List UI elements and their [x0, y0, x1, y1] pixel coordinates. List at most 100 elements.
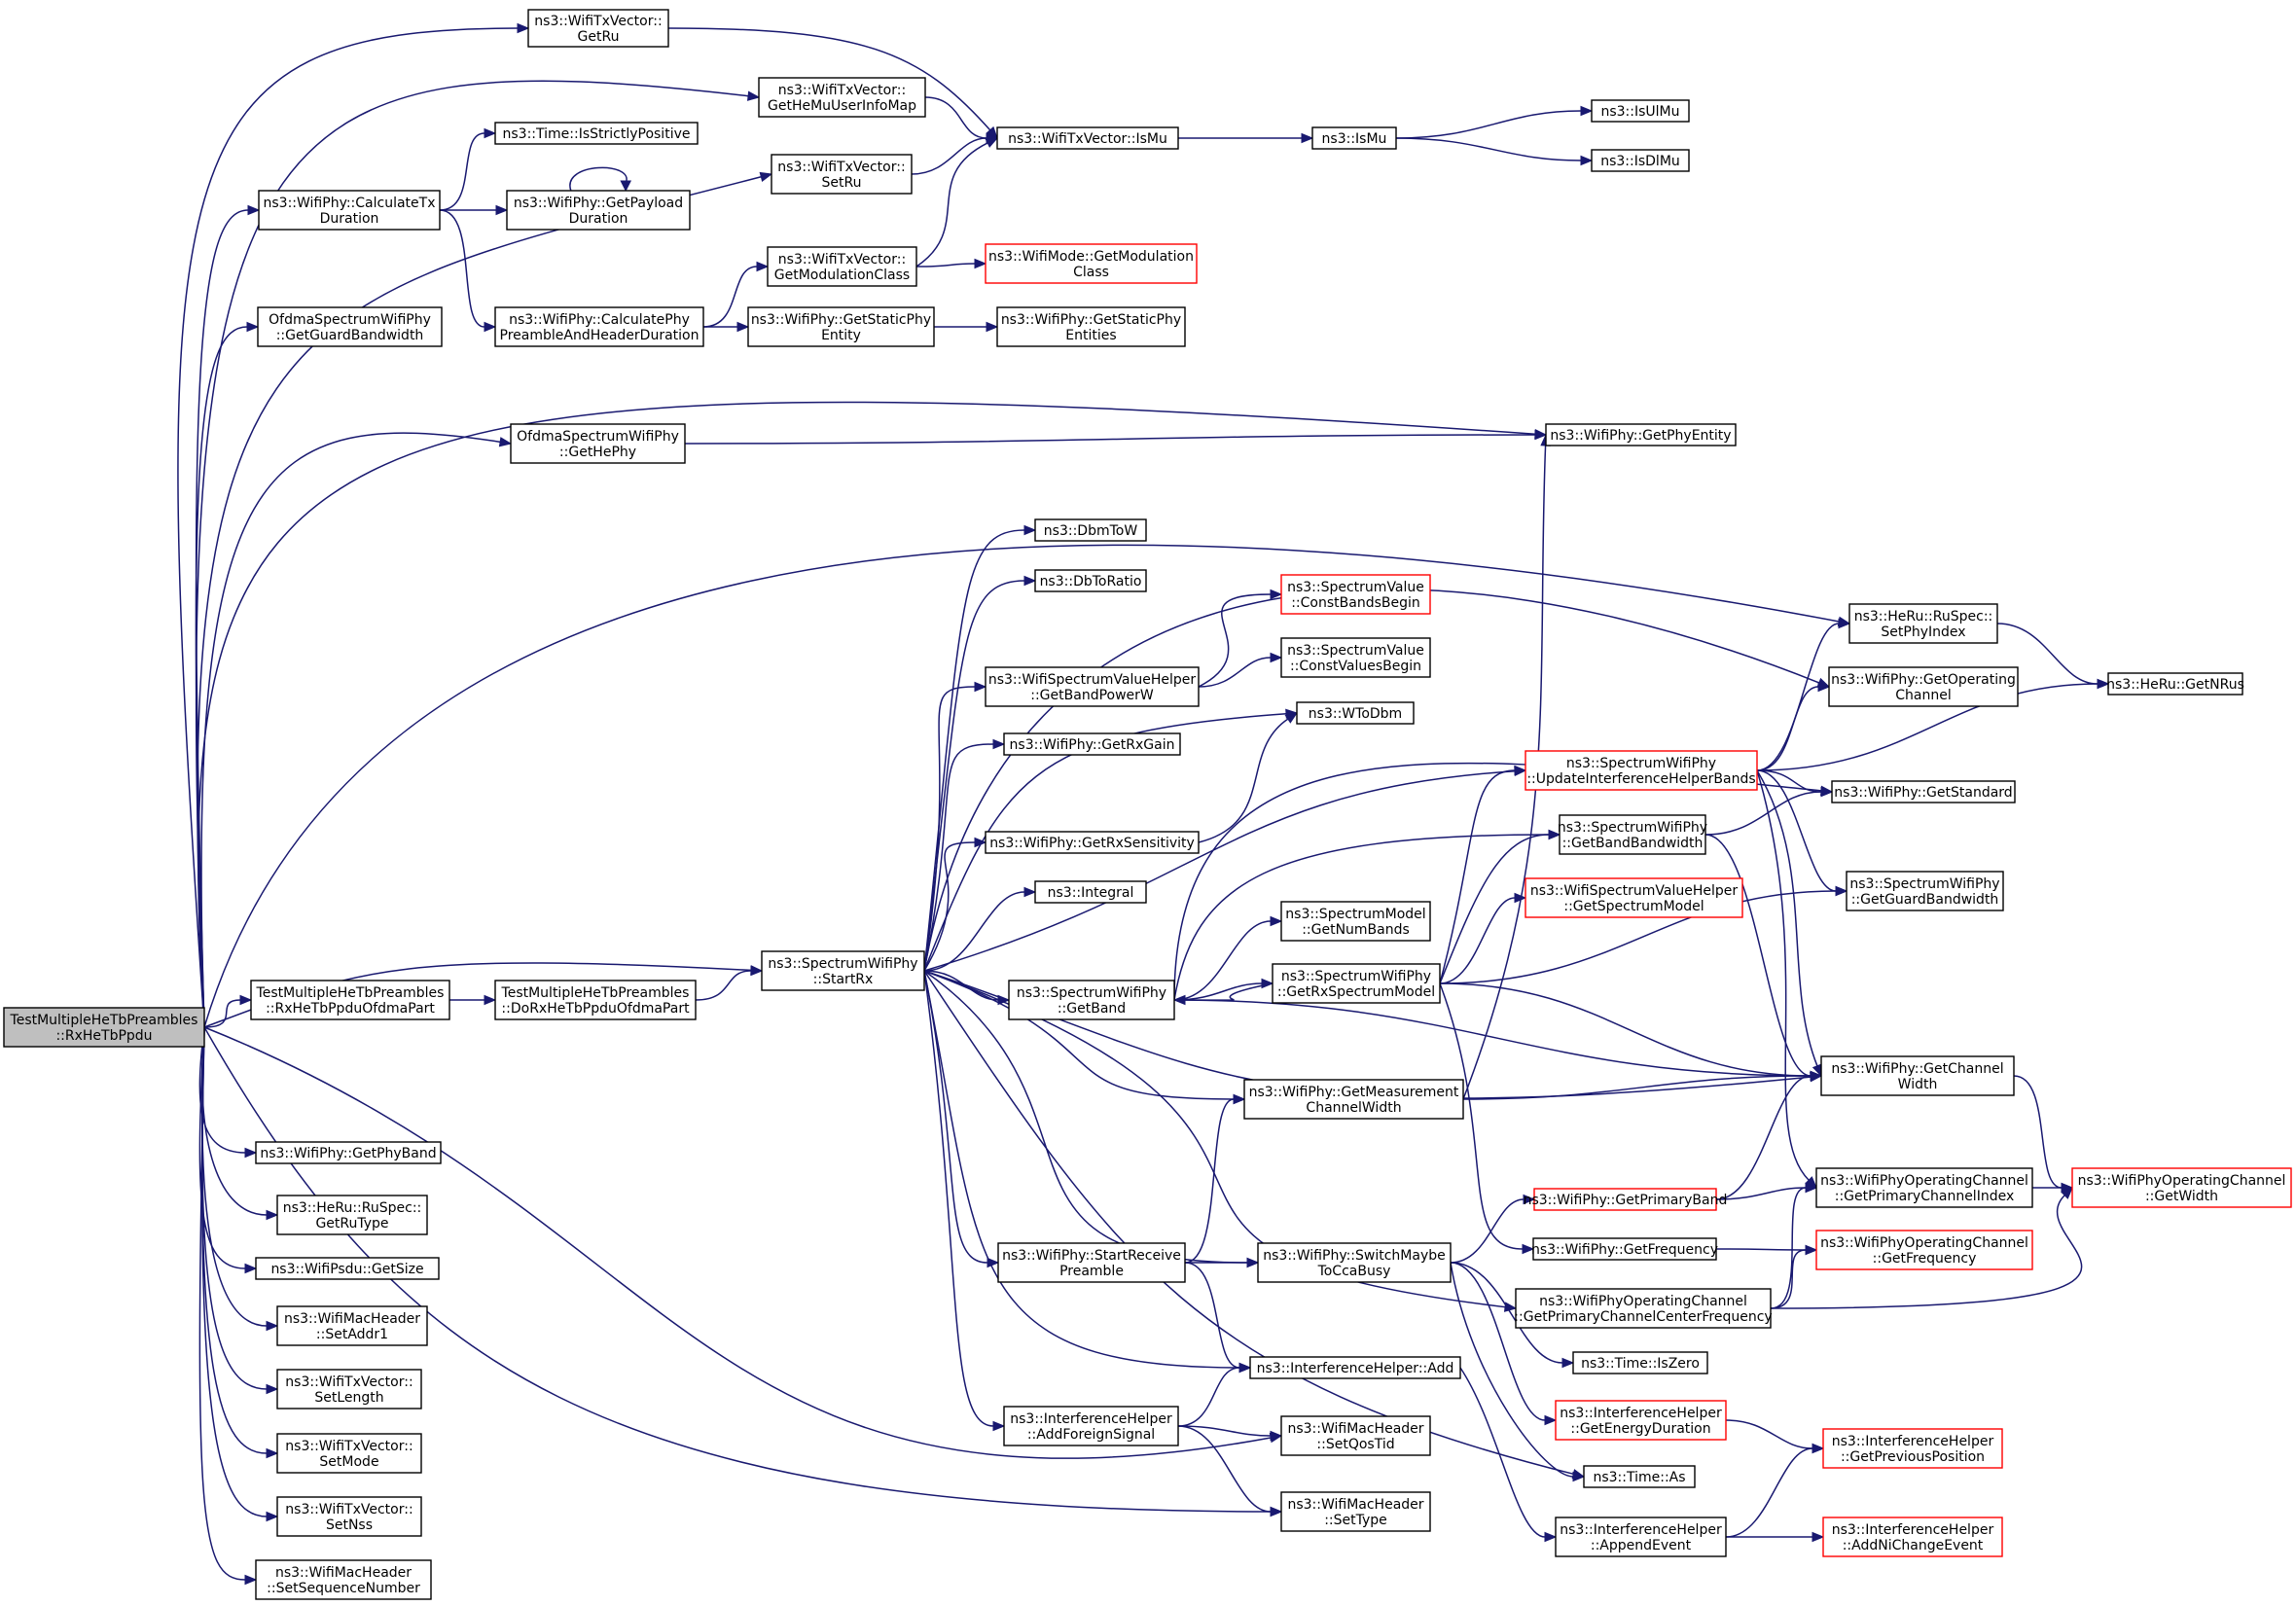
- node-isUlMu[interactable]: ns3::IsUlMu: [1591, 99, 1690, 123]
- node-label: ns3::WifiMacHeader: [1287, 1497, 1423, 1513]
- node-box: [1559, 814, 1706, 855]
- node-timeAs[interactable]: ns3::Time::As: [1583, 1465, 1696, 1488]
- node-setRuVec[interactable]: ns3::WifiTxVector::SetRu: [771, 154, 913, 195]
- node-label: ns3::DbmToW: [1044, 523, 1138, 539]
- node-box: [1815, 1167, 2033, 1208]
- node-getRxGain[interactable]: ns3::WifiPhy::GetRxGain: [1003, 732, 1181, 756]
- node-getRuType[interactable]: ns3::HeRu::RuSpec::GetRuType: [276, 1195, 428, 1235]
- node-interferenceAdd[interactable]: ns3::InterferenceHelper::Add: [1249, 1356, 1461, 1379]
- edge-isMu-to-isDlMu: [1395, 137, 1582, 161]
- node-timeIsStrictlyPositive[interactable]: ns3::Time::IsStrictlyPositive: [494, 122, 699, 145]
- node-label: ns3::Integral: [1048, 885, 1134, 901]
- edge-startRx-to-interferenceAdd: [923, 970, 1240, 1369]
- node-setSequenceNumber[interactable]: ns3::WifiMacHeader::SetSequenceNumber: [255, 1559, 432, 1600]
- node-setMode[interactable]: ns3::WifiTxVector::SetMode: [276, 1433, 422, 1474]
- node-heRuGetNRus[interactable]: ns3::HeRu::GetNRus: [2106, 672, 2244, 696]
- node-addForeignSignal[interactable]: ns3::InterferenceHelper::AddForeignSigna…: [1003, 1406, 1179, 1446]
- node-root[interactable]: TestMultipleHeTbPreambles::RxHeTbPpdu: [3, 1007, 205, 1048]
- node-box: [527, 9, 669, 48]
- node-integral[interactable]: ns3::Integral: [1034, 880, 1147, 904]
- arrowhead-root-to-rxHeTbPpduOfdmaPart: [239, 994, 253, 1006]
- node-getPrimaryChannelCenterFrequency[interactable]: ns3::WifiPhyOperatingChannel::GetPrimary…: [1514, 1288, 1773, 1329]
- node-label: ns3::WifiPhy::SwitchMaybe: [1263, 1248, 1446, 1264]
- arrowhead-startRx-to-dbToRatio: [1023, 575, 1037, 587]
- node-label: Width: [1898, 1077, 1938, 1092]
- arrowhead-root-to-getRu: [517, 22, 530, 34]
- node-setQosTid[interactable]: ns3::WifiMacHeader::SetQosTid: [1280, 1415, 1431, 1456]
- edge-root-to-setSequenceNumber: [198, 1026, 246, 1581]
- node-getBandBandwidth[interactable]: ns3::SpectrumWifiPhy::GetBandBandwidth: [1558, 814, 1707, 855]
- node-addNiChangeEvent[interactable]: ns3::InterferenceHelper::AddNiChangeEven…: [1822, 1517, 2003, 1557]
- arrowhead-ofdmaGetHePhy-to-getPhyEntity: [1534, 429, 1548, 441]
- node-ofdmaGetGuardBandwidth[interactable]: OfdmaSpectrumWifiPhy::GetGuardBandwidth: [257, 306, 443, 347]
- node-setType[interactable]: ns3::WifiMacHeader::SetType: [1280, 1491, 1431, 1532]
- edge-getRxSpectrumModel-to-getChannelWidth: [1439, 982, 1812, 1077]
- node-opChGetWidth[interactable]: ns3::WifiPhyOperatingChannel::GetWidth: [2071, 1167, 2292, 1208]
- node-isMuVec[interactable]: ns3::WifiTxVector::IsMu: [996, 126, 1179, 150]
- node-getRu[interactable]: ns3::WifiTxVector::GetRu: [527, 9, 669, 48]
- arrowhead-getRxSpectrumModel-to-getBandBandwidth: [1548, 829, 1561, 840]
- node-getPhyBand[interactable]: ns3::WifiPhy::GetPhyBand: [255, 1141, 442, 1164]
- node-getPrimaryBand[interactable]: ns3::WifiPhy::GetPrimaryBand: [1524, 1188, 1728, 1211]
- node-getPrimaryChannelIndex[interactable]: ns3::WifiPhyOperatingChannel::GetPrimary…: [1815, 1167, 2033, 1208]
- node-setAddr1[interactable]: ns3::WifiMacHeader::SetAddr1: [276, 1305, 428, 1346]
- node-constBandsBegin[interactable]: ns3::SpectrumValue::ConstBandsBegin: [1280, 574, 1431, 615]
- node-getRxSpectrumModel[interactable]: ns3::SpectrumWifiPhy::GetRxSpectrumModel: [1272, 963, 1441, 1004]
- node-label: ns3::WifiTxVector::: [285, 1439, 413, 1454]
- node-swpGetGuardBandwidth[interactable]: ns3::SpectrumWifiPhy::GetGuardBandwidth: [1846, 871, 2004, 911]
- node-label: SetPhyIndex: [1881, 625, 1965, 640]
- node-getFrequency[interactable]: ns3::WifiPhy::GetFrequency: [1531, 1237, 1718, 1261]
- node-setLength[interactable]: ns3::WifiTxVector::SetLength: [276, 1369, 422, 1410]
- edge-getPrimaryChannelCenterFrequency-to-getPrimaryChannelIndex: [1770, 1187, 1807, 1309]
- node-psduGetSize[interactable]: ns3::WifiPsdu::GetSize: [255, 1257, 440, 1280]
- node-constValuesBegin[interactable]: ns3::SpectrumValue::ConstValuesBegin: [1280, 637, 1431, 678]
- node-dbToRatio[interactable]: ns3::DbToRatio: [1034, 569, 1147, 592]
- node-isMu[interactable]: ns3::IsMu: [1311, 126, 1397, 150]
- node-box: [1525, 750, 1758, 791]
- node-setNss[interactable]: ns3::WifiTxVector::SetNss: [276, 1496, 422, 1537]
- node-getPhyEntity[interactable]: ns3::WifiPhy::GetPhyEntity: [1545, 423, 1737, 446]
- node-getEnergyDuration[interactable]: ns3::InterferenceHelper::GetEnergyDurati…: [1555, 1400, 1727, 1441]
- node-wifiModeGetModClass[interactable]: ns3::WifiMode::GetModulationClass: [985, 243, 1198, 284]
- node-wToDbm[interactable]: ns3::WToDbm: [1296, 701, 1415, 725]
- node-ofdmaGetHePhy[interactable]: OfdmaSpectrumWifiPhy::GetHePhy: [510, 423, 686, 464]
- node-timeIsZero[interactable]: ns3::Time::IsZero: [1572, 1351, 1708, 1374]
- edge-root-to-getRuType: [201, 1026, 268, 1216]
- node-rxHeTbPpduOfdmaPart[interactable]: TestMultipleHeTbPreambles::RxHeTbPpduOfd…: [250, 980, 450, 1020]
- node-getModulationClassVec[interactable]: ns3::WifiTxVector::GetModulationClass: [767, 246, 917, 287]
- node-getPreviousPosition[interactable]: ns3::InterferenceHelper::GetPreviousPosi…: [1822, 1428, 2003, 1469]
- node-getBandPowerW[interactable]: ns3::WifiSpectrumValueHelper::GetBandPow…: [985, 666, 1200, 707]
- node-getBand[interactable]: ns3::SpectrumWifiPhy::GetBand: [1008, 980, 1175, 1020]
- node-updateInterferenceHelperBands[interactable]: ns3::SpectrumWifiPhy::UpdateInterference…: [1525, 750, 1758, 791]
- node-calculatePhyPreamble[interactable]: ns3::WifiPhy::CalculatePhyPreambleAndHea…: [494, 306, 704, 347]
- node-heRuSetPhyIndex[interactable]: ns3::HeRu::RuSpec::SetPhyIndex: [1848, 603, 1998, 644]
- arrowhead-addForeignSignal-to-setQosTid: [1270, 1430, 1283, 1442]
- node-getNumBands[interactable]: ns3::SpectrumModel::GetNumBands: [1280, 901, 1431, 942]
- node-label: ns3::SpectrumWifiPhy: [1566, 756, 1716, 771]
- node-dbmToW[interactable]: ns3::DbmToW: [1034, 518, 1147, 542]
- node-getRxSensitivity[interactable]: ns3::WifiPhy::GetRxSensitivity: [985, 831, 1200, 854]
- node-opChGetFrequency[interactable]: ns3::WifiPhyOperatingChannel::GetFrequen…: [1815, 1230, 2033, 1270]
- node-getSpectrumModel[interactable]: ns3::WifiSpectrumValueHelper::GetSpectru…: [1525, 877, 1743, 918]
- node-label: ::SetQosTid: [1316, 1437, 1394, 1452]
- node-startRx[interactable]: ns3::SpectrumWifiPhy::StartRx: [761, 950, 925, 991]
- node-label: ns3::WifiSpectrumValueHelper: [988, 672, 1197, 688]
- arrowhead-switchMaybeToCcaBusy-to-getPrimaryBand: [1523, 1194, 1536, 1205]
- arrowhead-root-to-setAddr1: [266, 1320, 279, 1332]
- node-appendEvent[interactable]: ns3::InterferenceHelper::AppendEvent: [1555, 1517, 1727, 1557]
- node-doRxHeTbPpduOfdmaPart[interactable]: TestMultipleHeTbPreambles::DoRxHeTbPpduO…: [494, 980, 697, 1020]
- node-getStandard[interactable]: ns3::WifiPhy::GetStandard: [1831, 780, 2016, 803]
- node-label: ns3::WifiTxVector::: [778, 83, 906, 98]
- node-getHeMuUserInfoMap[interactable]: ns3::WifiTxVector::GetHeMuUserInfoMap: [758, 77, 926, 118]
- node-isDlMu[interactable]: ns3::IsDlMu: [1591, 149, 1690, 172]
- edge-root-to-heRuSetPhyIndex: [203, 544, 1840, 1028]
